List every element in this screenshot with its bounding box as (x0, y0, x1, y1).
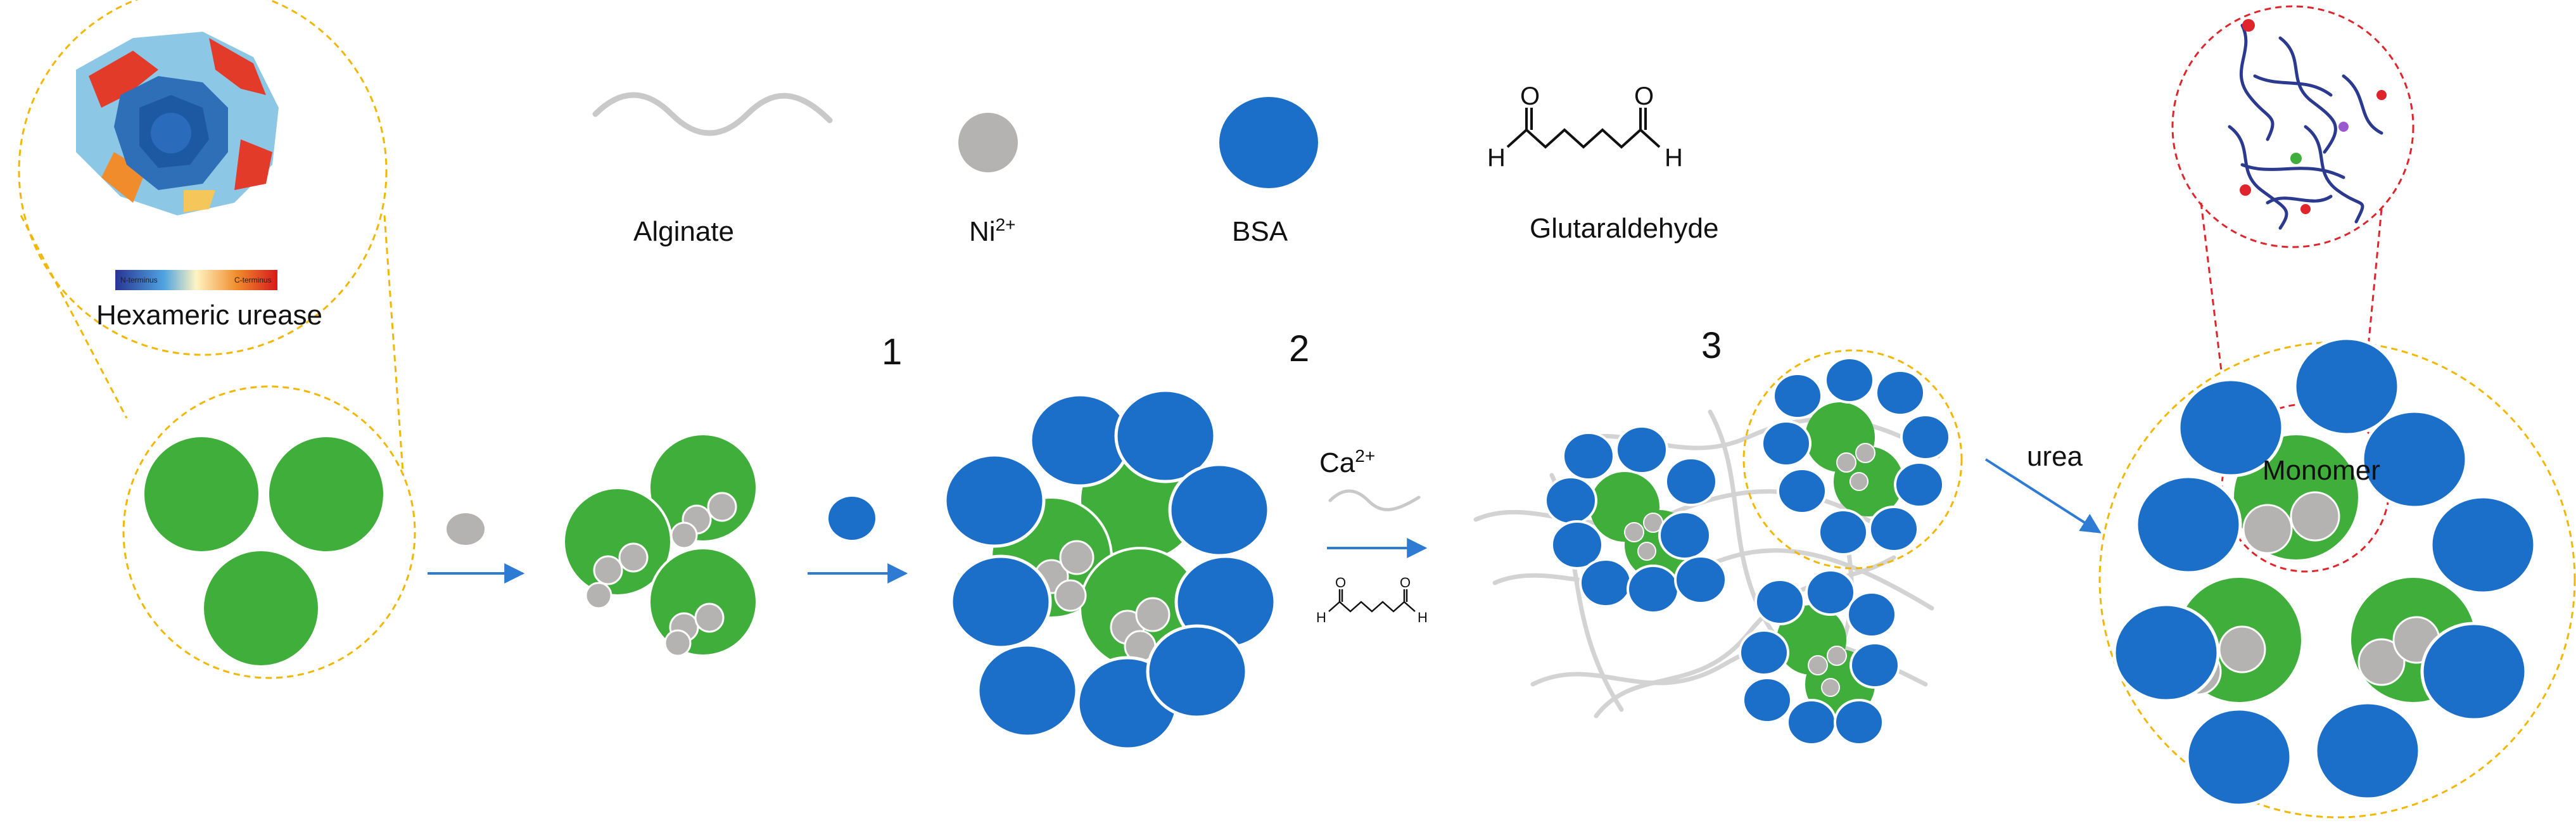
zoom-line-left (20, 215, 128, 419)
glut-o2: O (1634, 82, 1654, 110)
pdb-zoom-circle (2171, 5, 2414, 248)
pdb-zoom-line-left (2200, 202, 2224, 387)
alginate-chain-small (1328, 489, 1421, 511)
glutaraldehyde-small-icon (1328, 589, 1416, 613)
colorbar-left-label: N-terminus (120, 276, 158, 284)
hexameric-urease-label: Hexameric urease (96, 300, 322, 331)
small-h1: H (1316, 610, 1326, 625)
small-h2: H (1418, 610, 1428, 625)
nickel-ion-icon (958, 113, 1018, 172)
glutaraldehyde-structure-icon (1506, 108, 1661, 149)
nickel-ion (447, 513, 485, 545)
arrow-to-zoomed-bead (1984, 458, 2102, 533)
step-2-label: 2 (1289, 328, 1309, 369)
urease-bsa-complex (943, 388, 1277, 751)
bsa-molecule (828, 497, 875, 540)
hexameric-urease-panel: N-terminus C-terminus Hexameric urease (18, 0, 407, 508)
crosslinked-alginate-network: 3 (1473, 325, 1963, 746)
zoomed-bead: Monomer (2098, 336, 2576, 819)
monomer-structure-panel (2171, 5, 2414, 406)
colorbar-right-label: C-terminus (234, 276, 272, 284)
calcium-label: Ca2+ (1319, 446, 1375, 478)
urease-subunit (142, 435, 261, 554)
small-o1: O (1335, 575, 1346, 591)
urease-subunit (201, 549, 320, 668)
urea-label: urea (2027, 441, 2083, 472)
urease-colorbar: N-terminus C-terminus (115, 270, 277, 290)
small-o2: O (1400, 575, 1411, 591)
protein-ligands (2240, 19, 2387, 214)
legend: Alginate Ni2+ BSA O O H H Glutaraldehyde (592, 82, 1718, 247)
glut-h1: H (1487, 144, 1506, 172)
glutaraldehyde-label: Glutaraldehyde (1530, 213, 1718, 244)
urease-nickel-complex (562, 433, 758, 657)
monomer-label: Monomer (2262, 455, 2380, 486)
urease-subunit (267, 435, 386, 554)
alginate-label: Alginate (633, 216, 734, 247)
alginate-chain-icon (592, 92, 833, 136)
nickel-label: Ni2+ (969, 215, 1016, 247)
urease-surface-model (76, 32, 279, 215)
zoom-line-right (383, 215, 407, 508)
urease-trimer (122, 385, 416, 679)
glut-o1: O (1520, 82, 1540, 110)
glut-h2: H (1665, 144, 1683, 172)
step-1-label: 1 (882, 331, 902, 373)
step-3-label: 3 (1701, 325, 1722, 366)
bead-zoom-circle (1742, 349, 1963, 570)
bsa-label: BSA (1232, 216, 1288, 247)
bsa-icon (1219, 97, 1318, 188)
protein-ribbon-model (2228, 23, 2383, 230)
